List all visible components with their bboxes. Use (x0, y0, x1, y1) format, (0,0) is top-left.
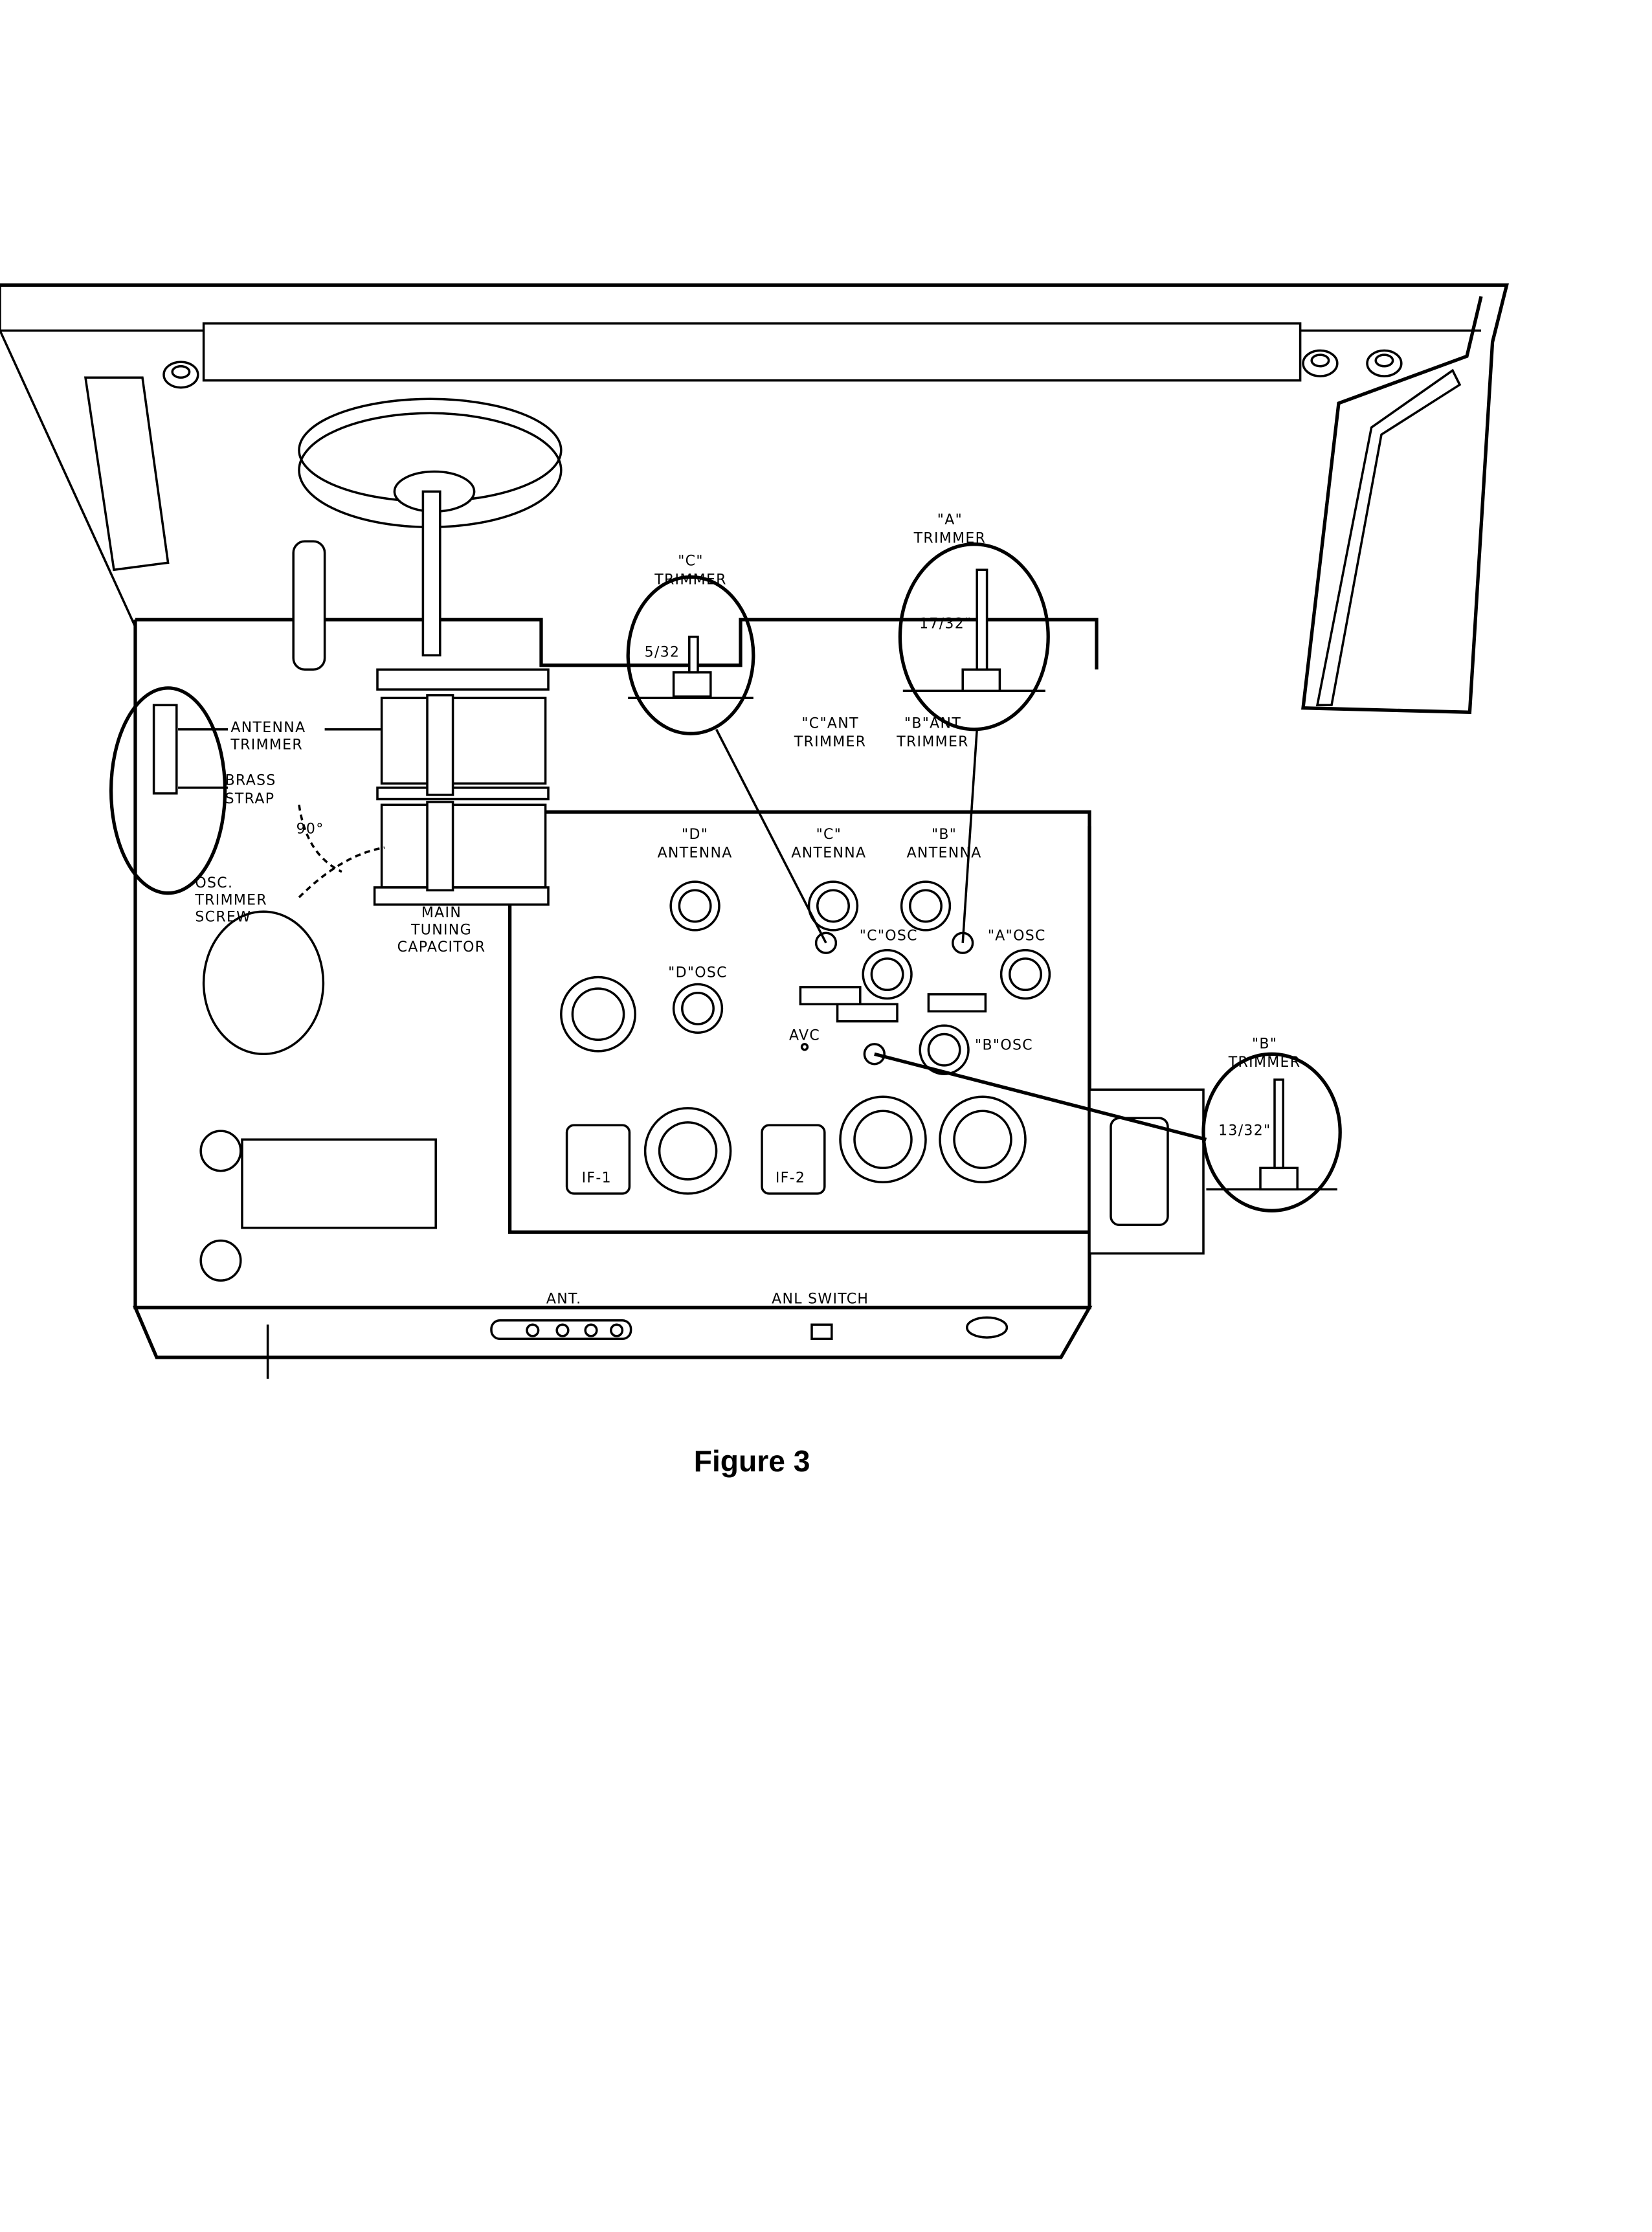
b-ant-trimmer-label-2: TRIMMER (896, 734, 969, 750)
avc-label: AVC (789, 1027, 820, 1043)
c-antenna-label-2: ANTENNA (791, 845, 866, 862)
if1-label: IF-1 (582, 1170, 612, 1186)
coil-sockets (560, 880, 1051, 1195)
b-antenna-label-2: ANTENNA (907, 845, 982, 862)
b-trimmer-label-1: "B" (1252, 1036, 1277, 1053)
antenna-trimmer-callout (109, 686, 385, 898)
b-trimmer-dimension: 13/32" (1218, 1123, 1271, 1139)
main-tuning-capacitor-label-2: TUNING (410, 922, 472, 939)
c-trimmer-label-2: TRIMMER (654, 572, 727, 588)
a-trimmer-dimension: 17/32" (919, 616, 972, 632)
c-trimmer-dimension: 5/32 (645, 644, 680, 660)
brass-strap-label-2: STRAP (225, 791, 275, 807)
c-trimmer-label-1: "C" (678, 553, 704, 570)
c-ant-trimmer-label-1: "C"ANT (801, 716, 858, 732)
ant-label: ANT. (546, 1291, 582, 1307)
c-antenna-label-1: "C" (816, 827, 842, 843)
chassis (132, 397, 1205, 1379)
main-tuning-capacitor-label-3: CAPACITOR (397, 939, 486, 955)
a-osc-label: "A"OSC (988, 928, 1046, 944)
angle-label: 90° (296, 821, 324, 837)
antenna-trimmer-label-2: TRIMMER (230, 737, 303, 753)
c-trimmer-callout (626, 575, 827, 944)
figure-caption: Figure 3 (694, 1444, 810, 1478)
c-osc-label: "C"OSC (860, 928, 918, 944)
osc-trimmer-screw-label-1: OSC. (195, 875, 233, 891)
a-trimmer-callout (898, 542, 1050, 943)
b-trimmer-callout (874, 1052, 1342, 1212)
osc-trimmer-screw-label-2: TRIMMER (194, 892, 267, 908)
b-trimmer-label-2: TRIMMER (1228, 1055, 1301, 1071)
d-antenna-label-2: ANTENNA (658, 845, 733, 862)
main-tuning-capacitor-label-1: MAIN (421, 905, 462, 921)
b-ant-trimmer-label-1: "B"ANT (904, 716, 961, 732)
b-antenna-label-1: "B" (932, 827, 957, 843)
antenna-trimmer-label-1: ANTENNA (230, 720, 306, 736)
brass-strap-label-1: BRASS (225, 773, 276, 789)
labels: "C" TRIMMER 5/32 "A" TRIMMER 17/32" "B" … (194, 512, 1300, 1478)
a-trimmer-label-2: TRIMMER (913, 530, 987, 546)
d-antenna-label-1: "D" (682, 827, 708, 843)
anl-switch-label: ANL SWITCH (772, 1291, 869, 1307)
d-osc-label: "D"OSC (668, 965, 728, 981)
if2-label: IF-2 (776, 1170, 805, 1186)
cabinet-lid (0, 283, 1509, 715)
c-ant-trimmer-label-2: TRIMMER (794, 734, 867, 750)
b-osc-label: "B"OSC (975, 1038, 1033, 1054)
osc-trimmer-screw-label-3: SCREW (195, 910, 251, 926)
a-trimmer-label-1: "A" (937, 512, 963, 528)
